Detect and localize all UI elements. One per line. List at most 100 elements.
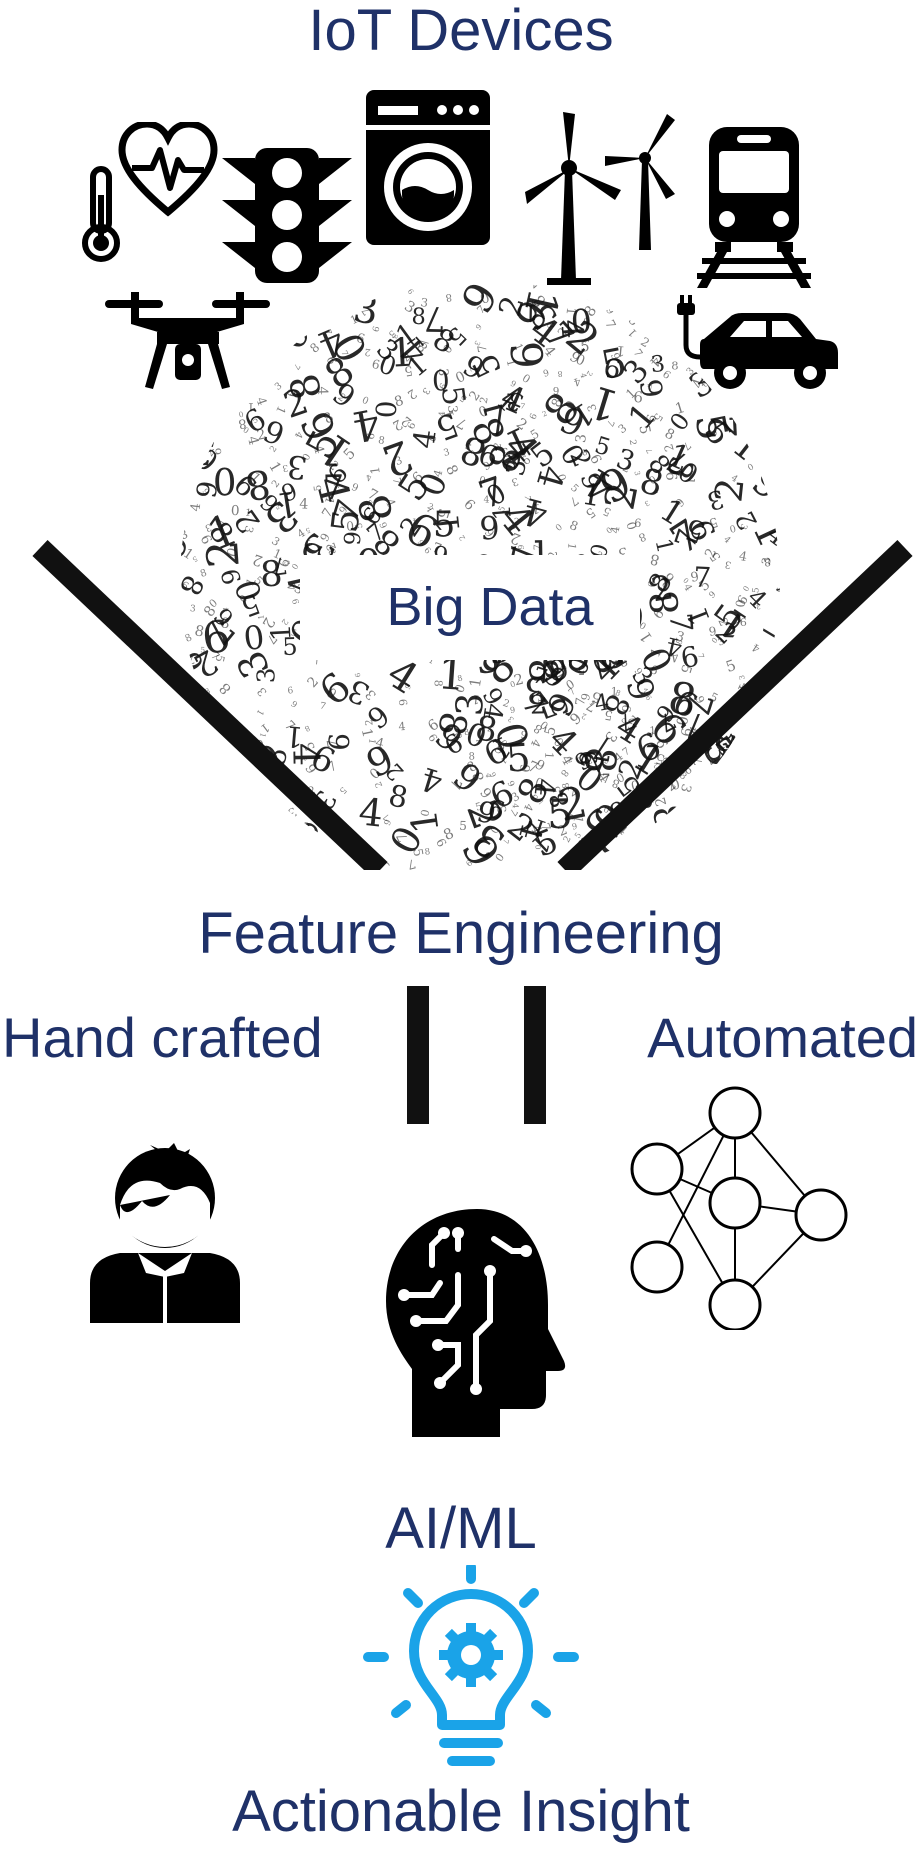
digit-glyph: 5 — [563, 813, 577, 822]
digit-glyph: 8 — [704, 429, 719, 437]
digit-glyph: 1 — [565, 542, 579, 551]
digit-glyph: 7 — [292, 362, 302, 371]
digit-glyph: 3 — [650, 351, 667, 378]
digit-glyph: 3 — [737, 522, 748, 531]
digit-glyph: 5 — [432, 504, 455, 545]
digit-glyph: 6 — [372, 325, 383, 333]
digit-glyph: 7 — [339, 349, 350, 358]
digit-glyph: 2 — [364, 719, 376, 726]
digit-glyph: 8 — [575, 746, 625, 774]
digit-glyph: 0 — [431, 363, 450, 397]
digit-glyph: 1 — [377, 539, 387, 547]
digit-glyph: 9 — [633, 387, 643, 405]
digit-glyph: 7 — [572, 696, 588, 706]
digit-glyph: 2 — [405, 386, 420, 403]
feature-engineering-bars — [407, 986, 546, 1124]
digit-glyph: 7 — [768, 574, 797, 601]
digit-glyph: 8 — [763, 555, 772, 570]
digit-glyph: 1 — [625, 722, 640, 733]
digit-glyph: 6 — [700, 379, 710, 390]
digit-glyph: 0 — [231, 501, 240, 517]
digit-glyph: 3 — [581, 335, 592, 346]
digit-glyph: 0 — [733, 599, 749, 609]
digit-glyph: 5 — [313, 484, 325, 492]
digit-glyph: 3 — [724, 558, 732, 570]
big-data-funnel: 5719523226818399760130498646783710635550… — [0, 280, 922, 900]
digit-glyph: 3 — [282, 559, 292, 567]
digit-glyph: 4 — [314, 386, 330, 395]
digit-glyph: 8 — [600, 758, 610, 765]
digit-glyph: 4 — [609, 525, 623, 534]
digit-glyph: 8 — [618, 654, 629, 670]
digit-glyph: 0 — [241, 618, 266, 658]
digit-glyph: 3 — [500, 445, 510, 460]
digit-glyph: 9 — [215, 566, 247, 588]
digit-glyph: 0 — [489, 825, 502, 836]
digit-glyph: 9 — [603, 306, 616, 317]
lightbulb-gear-icon — [363, 1565, 579, 1766]
digit-glyph: 7 — [686, 466, 696, 484]
digit-glyph: 1 — [466, 677, 485, 689]
digit-glyph: 9 — [649, 662, 661, 678]
digit-glyph: 3 — [677, 782, 694, 794]
digit-glyph: 4 — [407, 427, 443, 450]
digit-glyph: 5 — [619, 715, 629, 726]
digit-glyph: 9 — [601, 350, 623, 383]
digit-glyph: 0 — [242, 425, 251, 435]
digit-glyph: 6 — [583, 315, 590, 326]
digit-glyph: 8 — [637, 530, 648, 545]
digit-glyph: 4 — [669, 648, 680, 664]
digit-glyph: 3 — [616, 421, 629, 436]
digit-glyph: 8 — [518, 656, 565, 686]
digit-glyph: 5 — [212, 653, 227, 663]
digit-glyph: 1 — [504, 357, 519, 368]
digit-glyph: 2 — [364, 346, 372, 358]
digit-glyph: 8 — [216, 679, 235, 697]
digit-glyph: 7 — [602, 772, 611, 787]
digit-glyph: 9 — [578, 692, 593, 702]
digit-glyph: 1 — [542, 751, 556, 759]
digit-glyph: 3 — [530, 791, 541, 802]
digit-glyph: 1 — [247, 400, 255, 414]
digit-glyph: 8 — [674, 637, 685, 646]
digit-glyph: 1 — [616, 342, 626, 359]
digit-glyph: 2 — [374, 780, 385, 789]
digit-glyph: 9 — [209, 447, 223, 455]
digit-glyph: 8 — [259, 553, 284, 595]
ai-ml-label: AI/ML — [385, 1496, 537, 1561]
digit-glyph: 5 — [603, 706, 614, 722]
digit-glyph: 6 — [396, 698, 410, 707]
digit-glyph: 4 — [374, 736, 386, 753]
digit-glyph: 2 — [479, 396, 491, 405]
digit-glyph: 3 — [472, 339, 482, 348]
digit-glyph: 7 — [382, 811, 391, 822]
digit-glyph: 3 — [481, 850, 492, 860]
digit-glyph: 7 — [390, 476, 404, 485]
digit-glyph: 7 — [621, 460, 632, 474]
digit-glyph: 7 — [424, 298, 446, 338]
digit-glyph: 2 — [513, 516, 520, 528]
traffic-light-icon — [222, 148, 352, 283]
digit-glyph: 8 — [671, 358, 678, 372]
digit-glyph: 4 — [417, 759, 447, 799]
digit-glyph: 5 — [458, 392, 470, 404]
digit-glyph: 1 — [485, 722, 496, 733]
digit-glyph: 4 — [572, 375, 582, 388]
digit-glyph: 1 — [610, 684, 618, 698]
digit-glyph: 0 — [346, 518, 355, 532]
digit-glyph: 3 — [445, 405, 460, 414]
digit-glyph: 7 — [621, 746, 633, 759]
digit-glyph: 1 — [254, 707, 265, 717]
digit-glyph: 4 — [357, 789, 386, 835]
digit-glyph: 8 — [442, 463, 460, 478]
digit-glyph: 7 — [319, 700, 327, 712]
digit-glyph: 0 — [624, 520, 640, 531]
digit-glyph: 5 — [723, 656, 738, 676]
digit-glyph: 0 — [452, 732, 463, 739]
digit-glyph: 5 — [459, 819, 467, 833]
digit-glyph: 0 — [647, 473, 657, 486]
digit-glyph: 0 — [368, 400, 402, 419]
digit-glyph: 0 — [478, 473, 486, 485]
digit-glyph: 9 — [179, 578, 192, 593]
digit-glyph: 0 — [289, 562, 299, 571]
